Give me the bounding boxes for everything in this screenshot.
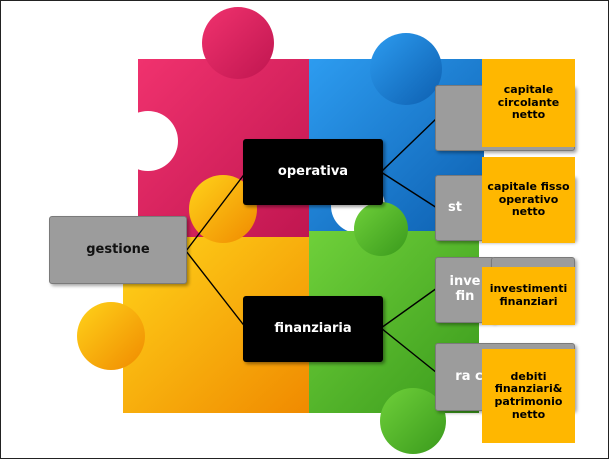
connector-lines [185,117,438,374]
note-text-2: capitale fisso operativo netto [487,180,570,219]
connector-finanziaria-leaf3 [380,287,438,329]
connector-operativa-leaf2 [380,171,438,209]
gestione-box: gestione [49,216,187,284]
note-capitale-fisso: capitale fisso operativo netto [482,157,575,243]
finanziaria-box: finanziaria [243,296,383,362]
connector-gestione-operativa [185,171,247,252]
note-text-1: capitale circolante netto [497,83,560,122]
note-capitale-circolante: capitale circolante netto [482,59,575,147]
note-text-4: debiti finanziari& patrimonio netto [494,369,563,421]
leaf-partial-label-3: inve fin [449,274,481,304]
note-text-3: investimenti finanziari [489,282,568,308]
leaf-partial-label-2: st [448,199,462,215]
leaf-partial-label-4: ra c [455,368,483,384]
operativa-label: operativa [277,163,349,179]
note-investimenti: investimenti finanziari [482,267,575,325]
finanziaria-label: finanziaria [274,320,352,336]
connector-gestione-finanziaria [185,250,247,329]
connector-operativa-leaf1 [380,117,438,173]
connector-finanziaria-leaf4 [380,327,438,374]
note-debiti: debiti finanziari& patrimonio netto [482,349,575,443]
gestione-label: gestione [86,241,150,257]
operativa-box: operativa [243,139,383,205]
